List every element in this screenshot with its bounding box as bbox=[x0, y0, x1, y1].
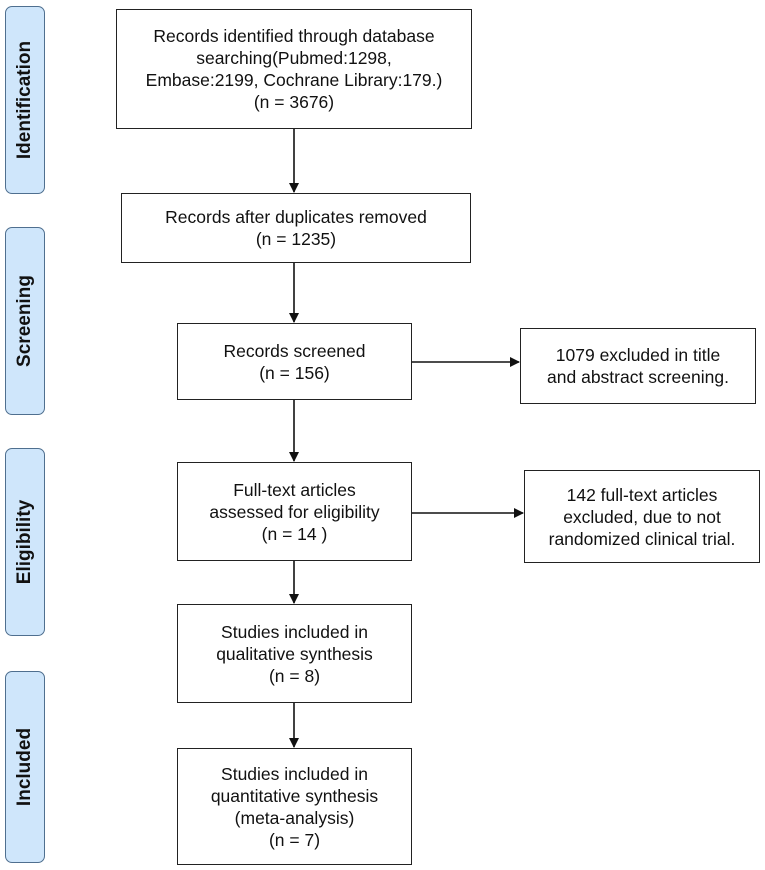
stage-tab-included: Included bbox=[5, 671, 45, 863]
box-records-screened: Records screened (n = 156) bbox=[177, 323, 412, 400]
box-records-identified: Records identified through database sear… bbox=[116, 9, 472, 129]
box-excluded-title-abstract: 1079 excluded in title and abstract scre… bbox=[520, 328, 756, 404]
box-excluded-full-text: 142 full-text articles excluded, due to … bbox=[524, 470, 760, 563]
stage-tab-identification: Identification bbox=[5, 6, 45, 194]
box-quantitative-synthesis: Studies included in quantitative synthes… bbox=[177, 748, 412, 865]
stage-tab-eligibility: Eligibility bbox=[5, 448, 45, 636]
box-records-after-duplicates: Records after duplicates removed (n = 12… bbox=[121, 193, 471, 263]
box-qualitative-synthesis: Studies included in qualitative synthesi… bbox=[177, 604, 412, 703]
stage-tab-screening: Screening bbox=[5, 227, 45, 415]
box-full-text-assessed: Full-text articles assessed for eligibil… bbox=[177, 462, 412, 561]
